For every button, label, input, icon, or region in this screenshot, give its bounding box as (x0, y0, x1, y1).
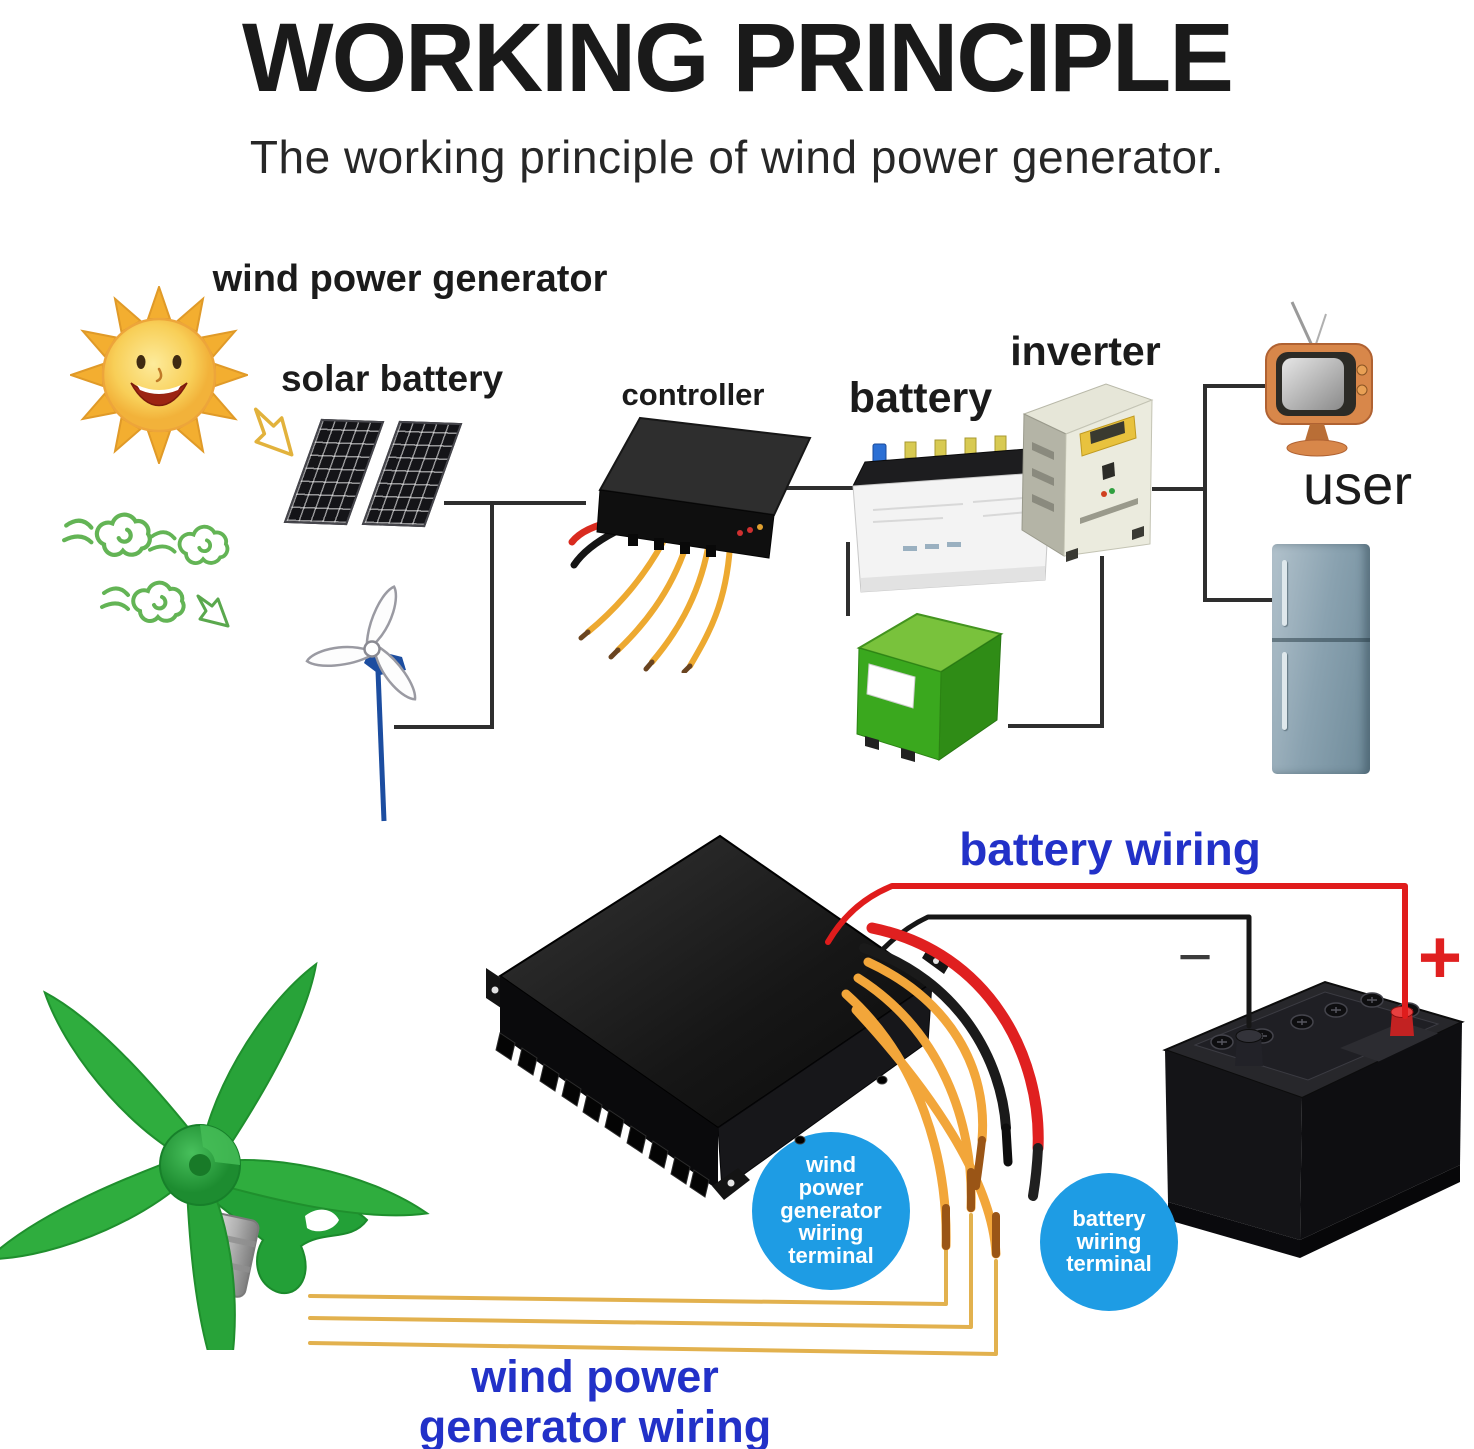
line-solar-to-controller (444, 501, 586, 505)
line-user-vertical (1203, 384, 1207, 602)
battery-wiring-label: battery wiring (959, 823, 1261, 875)
refrigerator-icon (1272, 544, 1370, 774)
solar-battery-label: solar battery (280, 358, 504, 399)
controller-top-icon (568, 416, 812, 673)
sun-arrow-icon (253, 407, 294, 457)
wind-turbine-small-icon (304, 585, 426, 822)
page-title: WORKING PRINCIPLE (242, 3, 1234, 112)
line-inverter-down (1100, 556, 1104, 728)
wind-turbine-green-icon (0, 953, 433, 1350)
fridge-handle-bottom (1282, 652, 1287, 730)
line-to-fridge (1205, 598, 1275, 602)
inverter-icon (1021, 383, 1154, 562)
battery-top-icon (852, 433, 1052, 593)
green-box-icon (856, 612, 1004, 762)
line-to-green-box (1008, 724, 1104, 728)
line-turbine-to-junction (394, 725, 494, 729)
controller-bottom-icon (486, 834, 950, 1200)
battery-label: battery (848, 374, 993, 422)
minus-terminal-symbol: − (1177, 923, 1213, 990)
solar-panel-icon (283, 414, 463, 529)
fridge-handle-top (1282, 560, 1287, 626)
line-junction-vertical (490, 503, 494, 729)
fridge-door-split (1272, 638, 1370, 642)
wind-clouds-icon (40, 498, 230, 628)
user-label: user (1303, 453, 1412, 516)
line-inverter-to-user (1152, 487, 1207, 491)
page-subtitle: The working principle of wind power gene… (249, 131, 1225, 183)
plus-terminal-symbol: + (1417, 915, 1463, 1000)
line-to-tv (1205, 384, 1269, 388)
wind-power-generator-label: wind power generator (212, 258, 608, 300)
red-wire-connector (1028, 1143, 1043, 1201)
black-wire-connector (1001, 1123, 1013, 1167)
line-controller-to-battery (781, 486, 855, 490)
wind-generator-wiring-label: wind power generator wiring (418, 1351, 772, 1449)
sun-icon (70, 286, 248, 464)
battery-terminal-badge: battery wiring terminal (1040, 1173, 1178, 1311)
tv-icon (1265, 301, 1373, 457)
line-battery-down (846, 542, 850, 616)
controller-label: controller (621, 377, 765, 412)
inverter-label: inverter (1010, 328, 1161, 374)
